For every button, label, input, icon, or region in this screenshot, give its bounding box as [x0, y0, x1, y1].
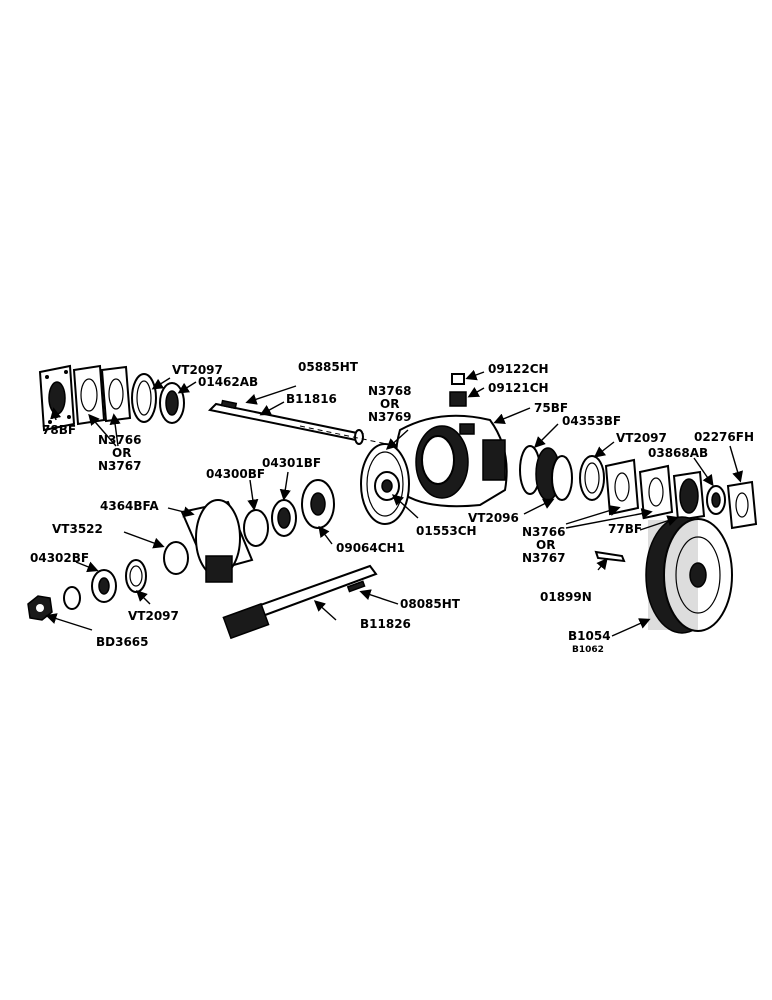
- bearing-cone-04301bf: [271, 499, 297, 537]
- hub-4364bfa: [180, 499, 254, 583]
- label-or-left: OR: [112, 446, 131, 460]
- label-03868ab: 03868AB: [648, 446, 708, 460]
- label-04353bf: 04353BF: [562, 414, 621, 428]
- label-75bf: 75BF: [534, 401, 568, 415]
- label-n3769: N3769: [368, 410, 411, 424]
- label-n3767-left: N3767: [98, 459, 141, 473]
- bearing-cup-vt3522: [163, 541, 189, 575]
- label-4364bfa: 4364BFA: [100, 499, 159, 513]
- label-vt2097-lower: VT2097: [128, 609, 179, 623]
- label-01899n: 01899N: [540, 590, 592, 604]
- bearing-vt2097-right: [579, 455, 605, 501]
- leader-lines: [45, 369, 744, 637]
- washer: [63, 586, 81, 610]
- label-n3766-left: N3766: [98, 433, 141, 447]
- vent-plug-09122ch: [451, 373, 465, 385]
- label-09122ch: 09122CH: [488, 362, 549, 376]
- cover-plate-78bf: [38, 364, 76, 432]
- label-n3767-right: N3767: [522, 551, 565, 565]
- label-05885ht: 05885HT: [298, 360, 359, 374]
- label-02276fh: 02276FH: [694, 430, 754, 444]
- label-77bf: 77BF: [608, 522, 642, 536]
- gasket-n3766-right-1: [604, 458, 640, 516]
- label-09064ch1: 09064CH1: [336, 541, 405, 555]
- gear-09064ch1: [301, 479, 335, 529]
- label-b11816: B11816: [286, 392, 337, 406]
- bearing-cone-04300bf: [243, 509, 269, 547]
- label-or-right: OR: [536, 538, 555, 552]
- label-04301bf: 04301BF: [262, 456, 321, 470]
- vent-fitting-09121ch: [449, 391, 467, 407]
- label-vt2096: VT2096: [468, 511, 519, 525]
- label-n3766-right: N3766: [522, 525, 565, 539]
- bearing-cup-vt2097-left: [131, 373, 157, 423]
- label-01462ab: 01462AB: [198, 375, 258, 389]
- gasket-n3766-left-2: [100, 365, 132, 423]
- label-78bf: 78BF: [42, 423, 76, 437]
- label-b1054: B1054: [568, 629, 611, 643]
- bearing-03868ab: [706, 485, 726, 515]
- gasket-02276fh: [726, 480, 758, 530]
- bearing-cone-04302bf: [91, 569, 117, 603]
- gear-04353bf: [519, 445, 573, 501]
- gasket-n3766-left-1: [72, 364, 106, 426]
- label-or-mid: OR: [380, 397, 399, 411]
- label-04300bf: 04300BF: [206, 467, 265, 481]
- label-01553ch: 01553CH: [416, 524, 477, 538]
- wheel-b1054: [645, 516, 733, 634]
- label-vt2097-top: VT2097: [172, 363, 223, 377]
- label-n3768: N3768: [368, 384, 411, 398]
- gearbox-housing-75bf: [395, 414, 508, 508]
- label-08085ht: 08085HT: [400, 597, 461, 611]
- label-vt2097-right: VT2097: [616, 431, 667, 445]
- bearing-cup-vt2097-lower: [125, 559, 147, 593]
- cover-77bf: [672, 470, 706, 522]
- label-b1062: B1062: [572, 645, 604, 655]
- bearing-01553ch: [374, 471, 400, 501]
- gasket-n3766-right-2: [638, 464, 674, 520]
- label-09121ch: 09121CH: [488, 381, 549, 395]
- label-bd3665: BD3665: [96, 635, 149, 649]
- label-04302bf: 04302BF: [30, 551, 89, 565]
- bearing-cone-01462ab: [159, 382, 185, 424]
- shaft-b11826: [222, 564, 378, 640]
- shaft-b11816: [207, 399, 365, 445]
- key-01899n: [594, 550, 626, 563]
- label-vt3522: VT3522: [52, 522, 103, 536]
- label-b11826: B11826: [360, 617, 411, 631]
